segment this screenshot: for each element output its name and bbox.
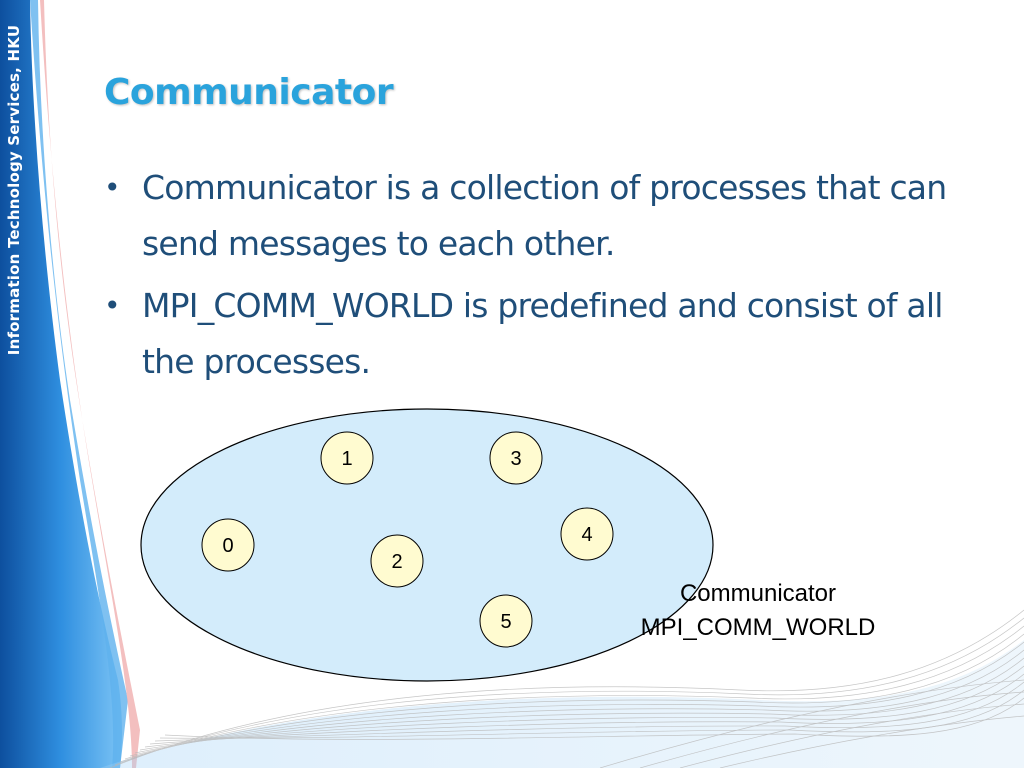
process-node-0: 0 (201, 518, 255, 572)
diagram-caption-line2: MPI_COMM_WORLD (641, 614, 876, 641)
sidebar-ribbon (0, 0, 122, 768)
process-node-4: 4 (560, 507, 614, 561)
process-node-label: 5 (500, 611, 511, 633)
bullet-icon: • (104, 289, 121, 322)
process-node-label: 3 (510, 448, 521, 470)
bullet-item: • MPI_COMM_WORLD is predefined and consi… (104, 278, 964, 390)
process-node-label: 0 (222, 535, 233, 557)
communicator-ellipse (140, 408, 714, 682)
diagram-caption-line1: Communicator (680, 580, 836, 607)
bullet-item: • Communicator is a collection of proces… (104, 160, 964, 272)
process-node-1: 1 (320, 431, 374, 485)
bullet-list: • Communicator is a collection of proces… (104, 160, 964, 396)
process-node-5: 5 (479, 594, 533, 648)
bullet-text: Communicator is a collection of processe… (142, 168, 947, 263)
bullet-icon: • (104, 171, 121, 204)
process-node-label: 1 (341, 448, 352, 470)
process-node-3: 3 (489, 431, 543, 485)
process-node-label: 4 (581, 524, 592, 546)
process-node-label: 2 (391, 551, 402, 573)
process-node-2: 2 (370, 534, 424, 588)
bullet-text: MPI_COMM_WORLD is predefined and consist… (142, 286, 943, 381)
slide-title: Communicator (104, 72, 394, 113)
